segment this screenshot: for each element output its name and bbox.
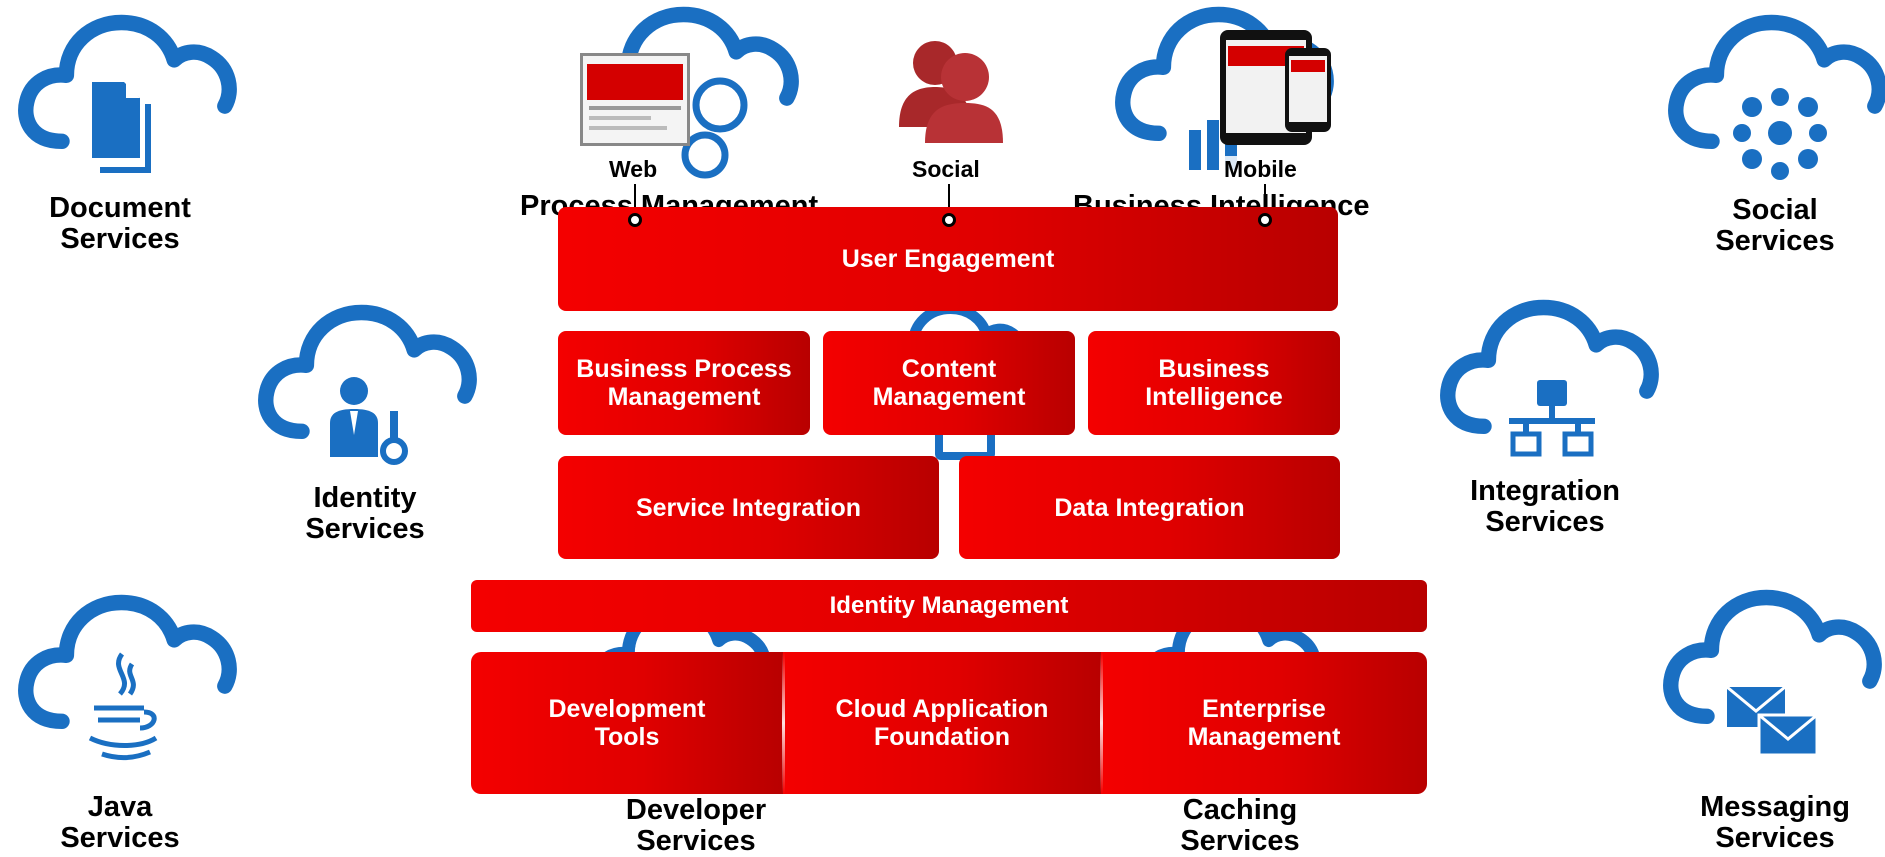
document-icon (92, 82, 151, 173)
development-tools-box[interactable]: Development Tools (471, 652, 783, 794)
envelope-icon (1726, 685, 1819, 757)
integration-services-label: Integration Services (1470, 475, 1620, 538)
document-services-label: Document Services (49, 192, 191, 255)
social-services-label: Social Services (1715, 194, 1835, 257)
messaging-services-label: Messaging Services (1700, 791, 1850, 854)
service-integration-box[interactable]: Service Integration (558, 456, 939, 559)
identity-person-key-icon (330, 377, 408, 465)
social-network-icon (1733, 88, 1827, 180)
content-management-box[interactable]: Content Management (823, 331, 1075, 435)
web-browser-icon (580, 53, 690, 146)
caching-services-label: Caching Services (1180, 794, 1300, 857)
process-gears-icon (681, 77, 748, 179)
identity-management-layer[interactable]: Identity Management (471, 580, 1427, 632)
enterprise-management-box[interactable]: Enterprise Management (1101, 652, 1427, 794)
social-channel-label: Social (908, 156, 984, 183)
mobile-channel-label: Mobile (1220, 156, 1301, 183)
web-channel-label: Web (605, 156, 662, 183)
mobile-connector-dot (1258, 213, 1272, 227)
foundation-divider-2 (1100, 652, 1103, 794)
social-people-icon (899, 41, 1003, 143)
foundation-divider-1 (782, 652, 785, 794)
phone-icon (1285, 48, 1331, 132)
identity-services-label: Identity Services (305, 482, 425, 545)
web-connector-dot (628, 213, 642, 227)
data-integration-box[interactable]: Data Integration (959, 456, 1340, 559)
mobile-connector (1264, 184, 1266, 214)
java-cup-icon (88, 652, 158, 761)
social-connector (948, 184, 950, 214)
network-icon (1509, 380, 1595, 457)
web-connector (634, 184, 636, 214)
business-intelligence-box[interactable]: Business Intelligence (1088, 331, 1340, 435)
developer-services-label: Developer Services (625, 794, 767, 857)
business-process-management-box[interactable]: Business Process Management (558, 331, 810, 435)
user-engagement-layer[interactable]: User Engagement (558, 207, 1338, 311)
cloud-application-foundation-box[interactable]: Cloud Application Foundation (783, 652, 1101, 794)
java-services-label: Java Services (60, 791, 180, 854)
social-connector-dot (942, 213, 956, 227)
